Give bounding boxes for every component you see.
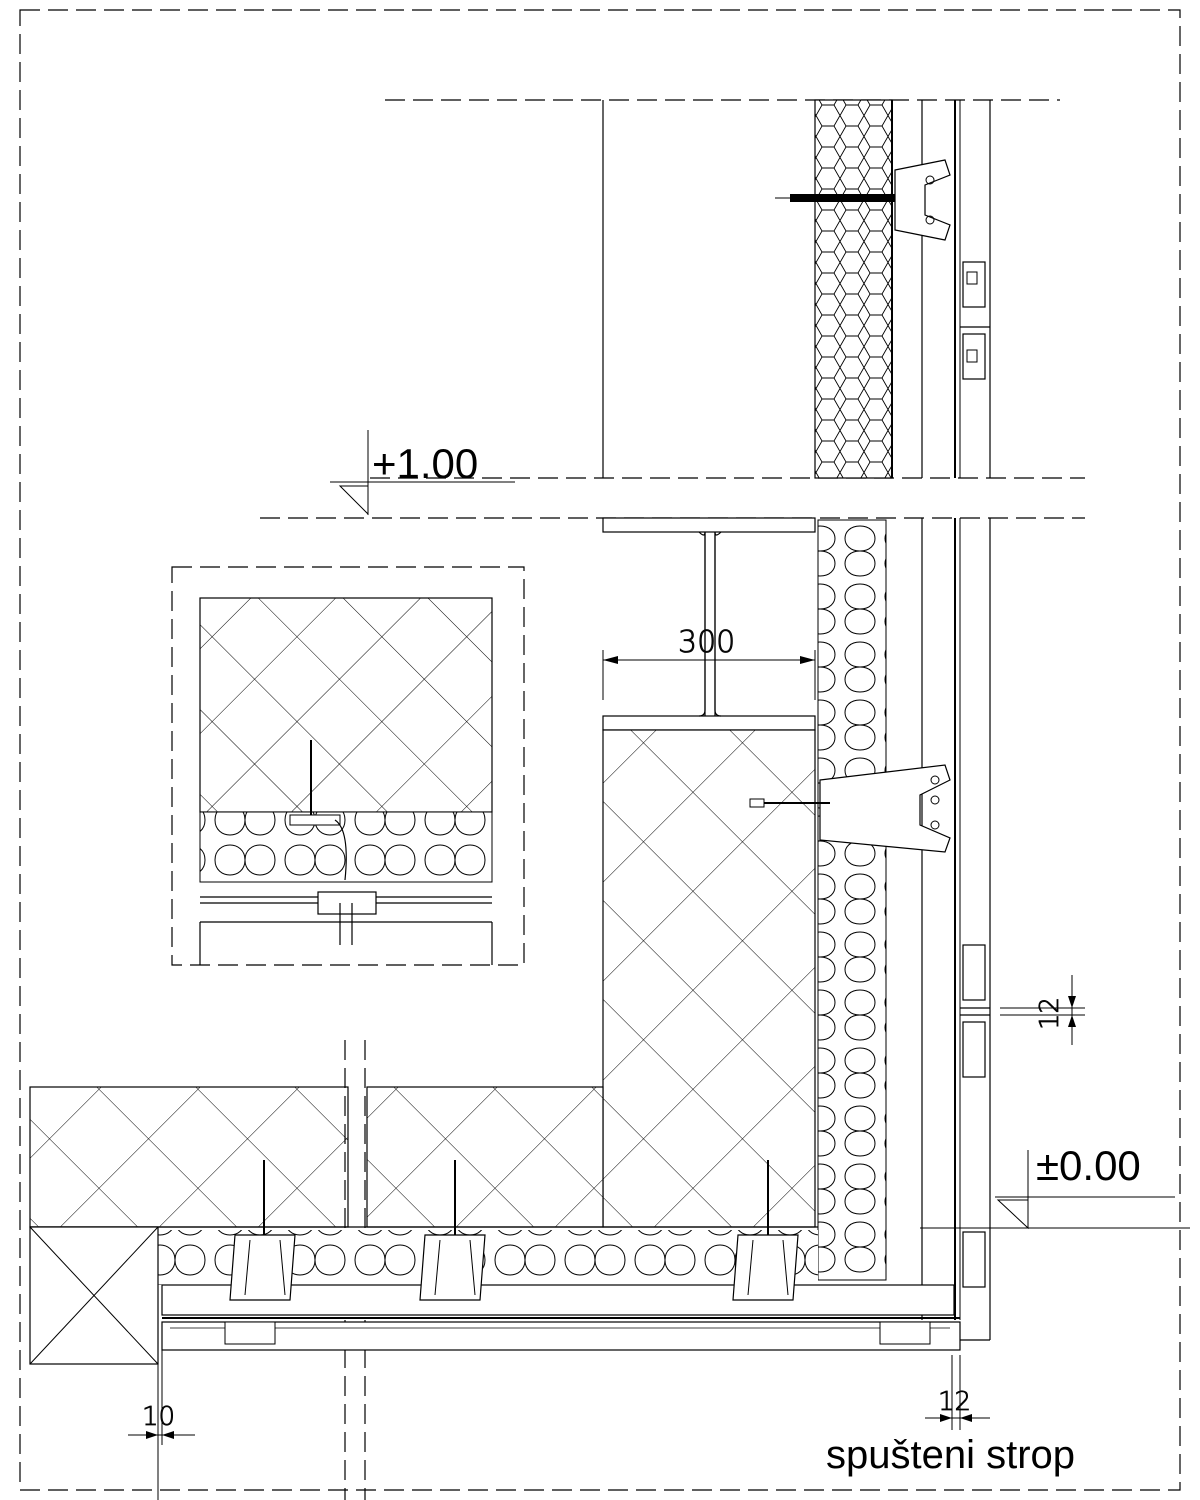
steel-beam bbox=[602, 517, 816, 731]
level-label-lower: ±0.00 bbox=[1036, 1142, 1141, 1189]
ceiling-assembly bbox=[29, 1040, 961, 1500]
level-marker-lower bbox=[920, 1150, 1190, 1230]
beam-width-dimension bbox=[602, 650, 816, 700]
hanger-right bbox=[732, 1160, 799, 1301]
level-label-upper: +1.00 bbox=[372, 440, 478, 487]
drawing-title: spušteni strop bbox=[826, 1433, 1075, 1477]
joint-bottom-dimension bbox=[925, 1355, 990, 1430]
inset-detail bbox=[171, 566, 525, 966]
joint-bottom-label: 12 bbox=[938, 1387, 971, 1417]
edge-offset-dimension bbox=[128, 1350, 195, 1500]
hanger-left bbox=[229, 1160, 296, 1301]
beam-fire-protection bbox=[602, 729, 816, 1228]
drawing-border bbox=[19, 9, 1181, 1491]
joint-vertical-dimension bbox=[1000, 975, 1085, 1045]
edge-offset-label: 10 bbox=[142, 1402, 175, 1432]
hanger-middle bbox=[419, 1160, 486, 1301]
beam-width-label: 300 bbox=[678, 625, 735, 660]
joint-vertical-label: 12 bbox=[1035, 997, 1065, 1030]
lower-facade bbox=[749, 518, 991, 1341]
vertical-mineral-wool bbox=[817, 519, 887, 1281]
upper-sandwich-panel bbox=[775, 99, 991, 479]
level-marker-upper bbox=[330, 430, 515, 516]
